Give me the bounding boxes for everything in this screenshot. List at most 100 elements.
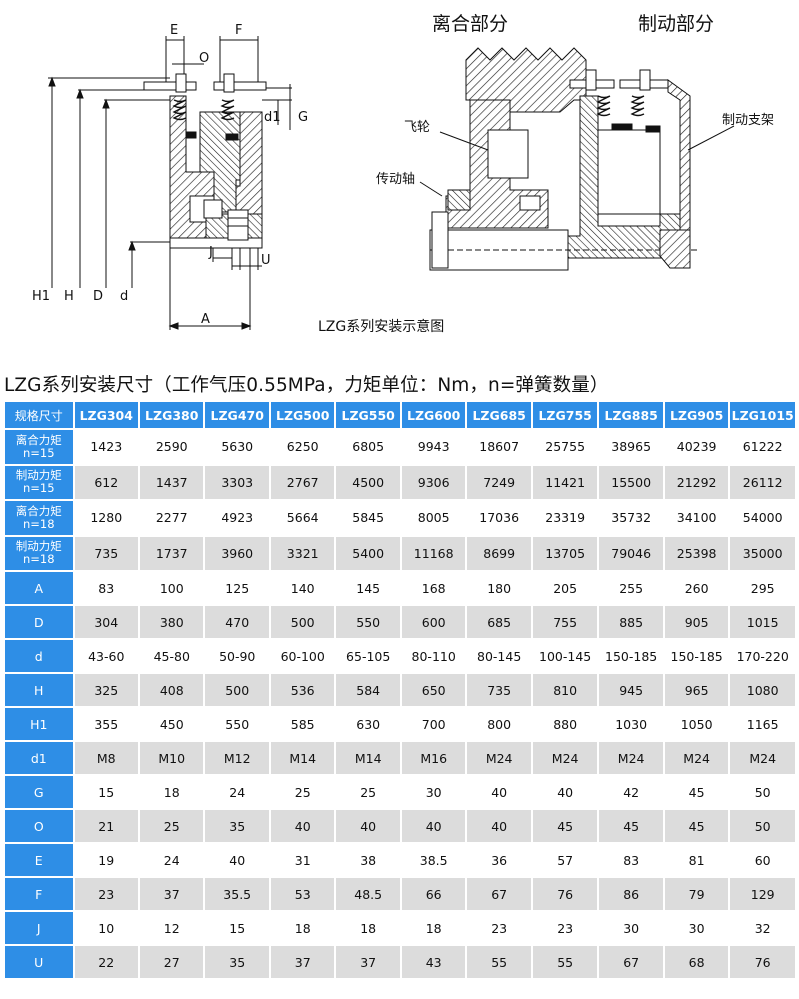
dim-label-J: J — [208, 245, 213, 260]
table-cell: 325 — [74, 674, 138, 706]
table-cell: 18607 — [467, 430, 531, 464]
table-title: LZG系列安装尺寸（工作气压0.55MPa，力矩单位：Nm，n=弹簧数量） — [4, 375, 609, 396]
table-cell: 6250 — [270, 430, 335, 464]
table-cell: 48.5 — [336, 878, 400, 910]
model-header: LZG1015 — [730, 402, 795, 428]
table-cell: 550 — [205, 708, 269, 740]
table-cell: 500 — [205, 674, 269, 706]
section-label-clutch: 离合部分 — [432, 13, 508, 35]
table-cell: 145 — [336, 572, 400, 604]
table-cell: 6805 — [336, 430, 400, 464]
table-cell: 67 — [467, 878, 531, 910]
row-label-sub: n=18 — [22, 516, 55, 531]
table-cell: 76 — [730, 946, 795, 978]
table-cell: 43-60 — [74, 640, 138, 672]
table-cell: 150-185 — [664, 640, 729, 672]
table-cell: 67 — [599, 946, 663, 978]
row-label: A — [5, 572, 73, 604]
table-cell: 4500 — [336, 465, 400, 499]
table-cell: 140 — [270, 572, 335, 604]
table-cell: 40239 — [664, 430, 729, 464]
table-cell: 600 — [401, 606, 466, 638]
table-cell: 180 — [467, 572, 531, 604]
table-cell: 15 — [74, 776, 138, 808]
table-cell: 35 — [205, 810, 269, 842]
table-cell: 965 — [664, 674, 729, 706]
table-cell: 24 — [205, 776, 269, 808]
table-cell: 23 — [74, 878, 138, 910]
table-cell: M24 — [664, 742, 729, 774]
table-cell: 40 — [205, 844, 269, 876]
table-cell: M10 — [140, 742, 204, 774]
row-label-main: 制动力矩 — [15, 539, 62, 554]
table-cell: 5664 — [270, 501, 335, 535]
table-cell: 61222 — [730, 430, 795, 464]
row-label-main: 离合力矩 — [15, 432, 62, 447]
table-cell: 10 — [74, 912, 138, 944]
table-cell: 40 — [467, 776, 531, 808]
table-cell: 8005 — [401, 501, 466, 535]
table-cell: 630 — [336, 708, 400, 740]
table-cell: 66 — [401, 878, 466, 910]
table-cell: M12 — [205, 742, 269, 774]
table-cell: 81 — [664, 844, 729, 876]
table-cell: 35.5 — [205, 878, 269, 910]
dim-label-U: U — [261, 253, 271, 268]
table-cell: 79046 — [599, 536, 663, 570]
table-cell: 125 — [205, 572, 269, 604]
table-cell: 80-145 — [467, 640, 531, 672]
table-cell: 40 — [532, 776, 598, 808]
part-label-flywheel: 飞轮 — [404, 120, 430, 135]
row-label: H1 — [5, 708, 73, 740]
table-cell: 5630 — [205, 430, 269, 464]
table-cell: 45-80 — [140, 640, 204, 672]
table-cell: 38 — [336, 844, 400, 876]
model-header: LZG550 — [336, 402, 400, 428]
table-cell: 3303 — [205, 465, 269, 499]
table-cell: 32 — [730, 912, 795, 944]
table-cell: 9306 — [401, 465, 466, 499]
table-cell: 295 — [730, 572, 795, 604]
table-cell: 8699 — [467, 536, 531, 570]
table-cell: 21 — [74, 810, 138, 842]
part-label-brake-bracket: 制动支架 — [722, 113, 774, 128]
row-label: d1 — [5, 742, 73, 774]
table-cell: 40 — [336, 810, 400, 842]
table-cell: 35 — [205, 946, 269, 978]
table-cell: 168 — [401, 572, 466, 604]
table-cell: 55 — [467, 946, 531, 978]
dim-label-d: d — [120, 289, 128, 304]
table-cell: 735 — [467, 674, 531, 706]
table-cell: 60-100 — [270, 640, 335, 672]
table-cell: 22 — [74, 946, 138, 978]
part-label-drive-shaft: 传动轴 — [376, 172, 415, 187]
table-cell: 15 — [205, 912, 269, 944]
table-cell: 54000 — [730, 501, 795, 535]
row-label: O — [5, 810, 73, 842]
table-cell: 45 — [532, 810, 598, 842]
model-header: LZG600 — [401, 402, 466, 428]
table-cell: 355 — [74, 708, 138, 740]
table-cell: 23319 — [532, 501, 598, 535]
table-cell: 80-110 — [401, 640, 466, 672]
table-cell: 205 — [532, 572, 598, 604]
model-header: LZG905 — [664, 402, 729, 428]
dim-label-H: H — [64, 289, 74, 304]
table-cell: 1030 — [599, 708, 663, 740]
table-cell: 15500 — [599, 465, 663, 499]
table-cell: 100-145 — [532, 640, 598, 672]
table-cell: 810 — [532, 674, 598, 706]
table-cell: 38.5 — [401, 844, 466, 876]
table-cell: 37 — [140, 878, 204, 910]
table-cell: 23 — [532, 912, 598, 944]
